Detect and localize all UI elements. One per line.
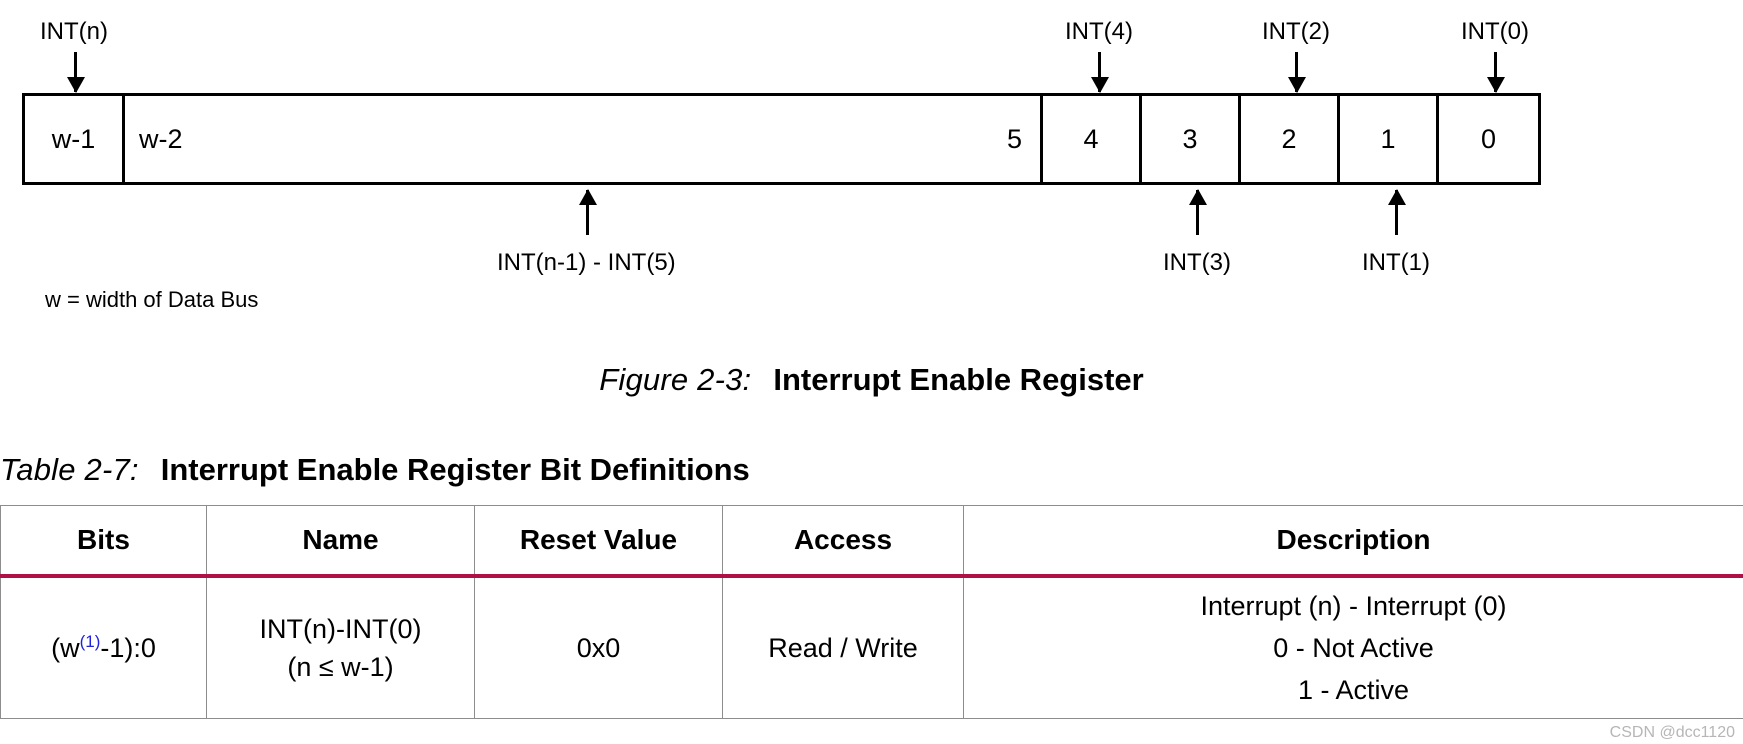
table-caption-title: Interrupt Enable Register Bit Definition… [160,452,750,487]
name-line-2: (n ≤ w-1) [287,652,394,682]
cell-description: Interrupt (n) - Interrupt (0) 0 - Not Ac… [963,575,1743,719]
column-header-reset-value: Reset Value [474,505,723,578]
callout-label-int-1: INT(1) [1362,249,1430,276]
description-line-2: 0 - Not Active [1273,633,1434,663]
callout-label-int-4: INT(4) [1065,18,1133,45]
table-body: (w(1)-1):0 INT(n)-INT(0) (n ≤ w-1) 0x0 R… [0,575,1743,719]
bit-definitions-table: Bits Name Reset Value Access Description… [0,505,1743,719]
cell-name: INT(n)-INT(0) (n ≤ w-1) [206,575,475,719]
arrow-down-icon-int-0 [1494,52,1497,92]
figure-caption-title: Interrupt Enable Register [773,362,1144,397]
bits-suffix: -1):0 [100,633,156,663]
register-cell-right-label: 5 [1006,123,1022,154]
cell-access: Read / Write [722,575,964,719]
watermark: CSDN @dcc1120 [1609,724,1735,741]
bits-prefix: (w [51,633,80,663]
name-line-1: INT(n)-INT(0) [259,614,422,644]
arrow-up-icon-int-n1-int5 [586,190,589,235]
arrow-down-icon-int-2 [1295,52,1298,92]
data-bus-width-note: w = width of Data Bus [45,287,259,312]
figure-caption-label: Figure 2-3: [599,362,752,397]
column-header-bits: Bits [0,505,207,578]
register-cell-w-2-to-5: w-2 5 [125,96,1043,182]
footnote-marker-1[interactable]: (1) [79,632,101,651]
register-bitfield-box: w-1 w-2 5 4 3 2 1 0 [22,93,1541,185]
register-cell-left-label: w-2 [139,123,183,154]
table-header-row: Bits Name Reset Value Access Description [0,505,1743,578]
cell-reset-value: 0x0 [474,575,723,719]
register-cell-1: 1 [1340,96,1439,182]
callout-label-int-n: INT(n) [40,18,108,45]
cell-bits: (w(1)-1):0 [0,575,207,719]
register-cell-2: 2 [1241,96,1340,182]
figure-caption: Figure 2-3: Interrupt Enable Register [0,362,1743,398]
register-figure: INT(n) INT(4) INT(2) INT(0) w-1 w-2 5 4 … [0,0,1743,420]
register-cell-w-1: w-1 [25,96,125,182]
arrow-up-icon-int-3 [1196,190,1199,235]
description-line-3: 1 - Active [1297,675,1410,705]
arrow-down-icon-int-n [74,52,77,92]
column-header-access: Access [722,505,964,578]
table-caption-label: Table 2-7: [0,452,139,487]
arrow-down-icon-int-4 [1098,52,1101,92]
table-caption: Table 2-7: Interrupt Enable Register Bit … [0,452,750,488]
register-cell-4: 4 [1043,96,1142,182]
description-line-1: Interrupt (n) - Interrupt (0) [1200,591,1507,621]
register-cell-3: 3 [1142,96,1241,182]
callout-label-int-0: INT(0) [1461,18,1529,45]
callout-label-int-3: INT(3) [1163,249,1231,276]
arrow-up-icon-int-1 [1395,190,1398,235]
table-header: Bits Name Reset Value Access Description [0,505,1743,578]
register-cell-0: 0 [1439,96,1538,182]
callout-label-int-2: INT(2) [1262,18,1330,45]
column-header-description: Description [963,505,1743,578]
table-row: (w(1)-1):0 INT(n)-INT(0) (n ≤ w-1) 0x0 R… [0,575,1743,719]
callout-label-int-n1-int5: INT(n-1) - INT(5) [497,249,676,276]
column-header-name: Name [206,505,475,578]
